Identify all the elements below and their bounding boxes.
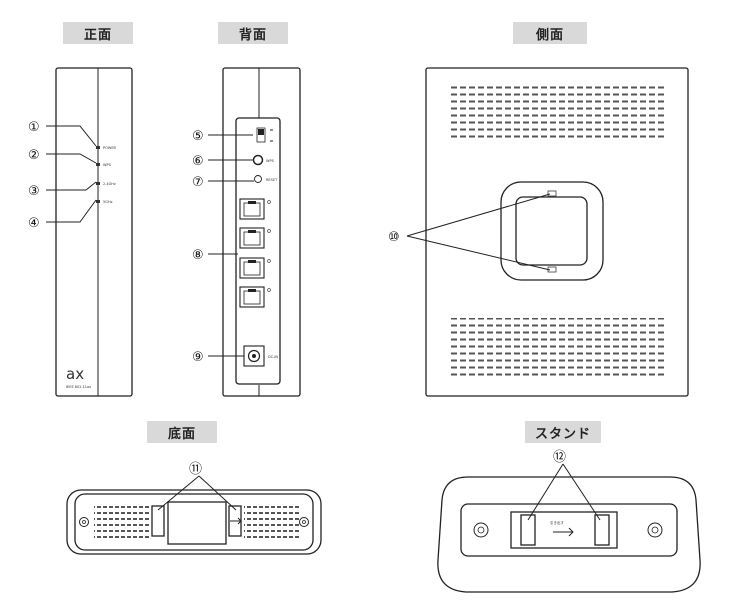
callout-9: ⑨ — [192, 350, 204, 365]
callout-8: ⑧ — [192, 248, 204, 263]
front-label-power: POWER — [103, 146, 117, 150]
back-view: WPS RESET — [192, 67, 301, 397]
dc-in-jack — [243, 345, 265, 367]
callout-5: ⑤ — [192, 129, 204, 144]
back-label-reset: RESET — [266, 178, 278, 182]
wps-button — [252, 154, 264, 166]
stand-slot-text: 引き出す — [550, 520, 564, 525]
ax-logo: ax IEEE 802.11ax — [66, 365, 91, 389]
callout-3: ③ — [28, 184, 40, 199]
callout-1: ① — [28, 120, 40, 135]
side-view: ⑩ — [388, 67, 689, 397]
front-label-24ghz: 2.4GHz — [103, 182, 116, 186]
stand-view: 引き出す ⑫ — [437, 450, 701, 593]
heading-stand: スタンド — [525, 421, 601, 443]
svg-text:IEEE 802.11ax: IEEE 802.11ax — [66, 385, 91, 389]
heading-side: 側面 — [513, 22, 587, 44]
svg-text:ax: ax — [66, 365, 84, 383]
heading-back: 背面 — [218, 22, 288, 44]
callout-2: ② — [28, 148, 40, 163]
callout-12: ⑫ — [553, 450, 566, 465]
front-label-5ghz: 5GHz — [103, 200, 113, 204]
front-view: POWER WPS 2.4GHz 5GHz ① ② ③ ④ ax IEEE 80… — [28, 67, 133, 397]
bottom-view: ⑪ — [66, 462, 322, 555]
mode-switch — [256, 127, 273, 143]
front-label-wps: WPS — [103, 163, 112, 167]
back-label-wps: WPS — [266, 159, 275, 163]
reset-hole — [254, 175, 262, 183]
heading-front: 正面 — [63, 22, 133, 44]
callout-11: ⑪ — [189, 462, 202, 477]
callout-7: ⑦ — [192, 175, 204, 190]
callout-4: ④ — [28, 216, 40, 231]
callout-10: ⑩ — [388, 230, 400, 245]
back-label-dcin: DC-IN — [268, 355, 278, 359]
heading-bottom: 底面 — [147, 421, 217, 443]
lan-ports — [239, 198, 271, 308]
callout-6: ⑥ — [192, 154, 204, 169]
